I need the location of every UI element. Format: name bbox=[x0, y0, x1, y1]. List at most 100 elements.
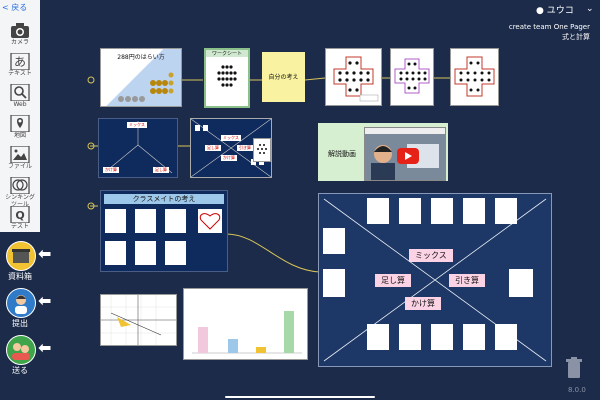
video-player[interactable] bbox=[364, 127, 446, 181]
student-thumb[interactable] bbox=[367, 324, 389, 350]
student-card-1[interactable] bbox=[325, 48, 382, 106]
version-label: 8.0.0 bbox=[568, 386, 586, 394]
coins-image bbox=[118, 72, 174, 102]
student-thumb[interactable] bbox=[399, 324, 421, 350]
student-thumb[interactable] bbox=[323, 228, 345, 254]
svg-text:Q: Q bbox=[15, 209, 24, 222]
student-thumb[interactable] bbox=[463, 324, 485, 350]
multiplication-label: かけ算 bbox=[405, 297, 441, 310]
arrow-left-icon: ⬅ bbox=[38, 338, 52, 357]
student-thumb[interactable] bbox=[509, 269, 533, 297]
mini-student-card[interactable] bbox=[253, 138, 271, 162]
student-thumb[interactable] bbox=[399, 198, 421, 224]
addition-tag: 足し算 bbox=[153, 167, 169, 173]
student-card-2[interactable] bbox=[390, 48, 434, 106]
arrow-left-icon: ⬅ bbox=[38, 244, 52, 263]
x-chart-image bbox=[190, 118, 272, 178]
payment-card[interactable]: 288円のはらい方 bbox=[100, 48, 182, 107]
student-thumb[interactable] bbox=[431, 198, 453, 224]
trash-icon[interactable] bbox=[565, 357, 583, 379]
user-menu[interactable]: ● ユウコ bbox=[536, 6, 574, 16]
thinking-tool-icon bbox=[10, 177, 30, 194]
tool-web[interactable]: Web bbox=[3, 82, 37, 113]
left-toolbar: < 戻る カメラ あ テキスト Web 地図 ファイル シンキングツール Q テ… bbox=[0, 0, 40, 232]
heart-icon bbox=[199, 213, 221, 230]
send-label: 送る bbox=[12, 366, 28, 375]
project-title: create team One Pager bbox=[508, 23, 590, 31]
x-chart-card-large[interactable]: ミックス 足し算 引き算 かけ算 bbox=[318, 193, 552, 367]
subtraction-label: 引き算 bbox=[449, 274, 485, 287]
play-icon[interactable] bbox=[397, 148, 419, 164]
classmate-thumb[interactable] bbox=[135, 241, 156, 265]
dot-diagram-image bbox=[454, 56, 495, 97]
worksheet-card[interactable]: ワークシート bbox=[204, 48, 250, 108]
category-card-small[interactable]: ミックス かけ算 足し算 bbox=[98, 118, 178, 178]
dot-diagram-image bbox=[333, 56, 379, 102]
dot-diagram-image bbox=[394, 58, 430, 94]
chevron-down-icon[interactable]: ⌄ bbox=[586, 4, 594, 14]
own-idea-note[interactable]: 自分の考え bbox=[262, 52, 305, 102]
project-info: create team One Pager 式と計算 bbox=[470, 22, 590, 42]
classmate-thumb[interactable] bbox=[198, 209, 222, 233]
graph-image bbox=[101, 295, 176, 345]
bar-chart-card[interactable] bbox=[183, 288, 308, 360]
multiply-tag: かけ算 bbox=[221, 155, 237, 161]
bar-chart-image bbox=[192, 311, 302, 354]
video-thumbnail bbox=[365, 134, 445, 180]
chevron-left-icon: < bbox=[2, 3, 9, 12]
user-avatar-icon: ● bbox=[536, 6, 544, 16]
student-thumb[interactable] bbox=[431, 324, 453, 350]
mix-tag: ミックス bbox=[221, 135, 241, 141]
addition-tag: 足し算 bbox=[205, 145, 221, 151]
text-icon: あ bbox=[10, 53, 30, 70]
submit-button[interactable] bbox=[6, 288, 36, 318]
material-box-label: 資料箱 bbox=[8, 272, 32, 281]
home-indicator bbox=[225, 396, 375, 398]
student-thumb[interactable] bbox=[463, 198, 485, 224]
student-thumb[interactable] bbox=[495, 198, 517, 224]
tool-thinking[interactable]: シンキングツール bbox=[3, 175, 37, 208]
tool-file[interactable]: ファイル bbox=[3, 144, 37, 175]
map-icon bbox=[10, 115, 30, 132]
student-thumb[interactable] bbox=[367, 198, 389, 224]
classmate-thumb[interactable] bbox=[165, 241, 186, 265]
subtraction-tag: 引き算 bbox=[237, 145, 253, 151]
svg-text:あ: あ bbox=[14, 55, 26, 69]
material-box-button[interactable] bbox=[6, 241, 36, 271]
own-idea-label: 自分の考え bbox=[268, 74, 299, 81]
classmate-thumb[interactable] bbox=[105, 241, 126, 265]
classmate-thumb[interactable] bbox=[105, 209, 126, 233]
classmate-thumb[interactable] bbox=[135, 209, 156, 233]
arrow-left-icon: ⬅ bbox=[38, 291, 52, 310]
video-label: 解説動画 bbox=[328, 150, 356, 158]
graph-card[interactable] bbox=[100, 294, 177, 346]
classmates-title: クラスメイトの考え bbox=[104, 194, 224, 204]
classmate-thumb[interactable] bbox=[165, 209, 186, 233]
file-icon bbox=[10, 146, 30, 163]
tool-camera[interactable]: カメラ bbox=[3, 20, 37, 51]
payment-title: 288円のはらい方 bbox=[117, 54, 165, 61]
video-toolbar bbox=[365, 128, 445, 134]
send-button[interactable] bbox=[6, 335, 36, 365]
student-card-3[interactable] bbox=[450, 48, 499, 106]
tool-map[interactable]: 地図 bbox=[3, 113, 37, 144]
mix-tag: ミックス bbox=[127, 122, 147, 128]
tool-text[interactable]: あ テキスト bbox=[8, 53, 32, 77]
tool-test[interactable]: Q テスト bbox=[3, 204, 37, 235]
addition-label: 足し算 bbox=[375, 274, 411, 287]
send-icon bbox=[12, 343, 30, 360]
back-button[interactable]: < 戻る bbox=[2, 3, 28, 12]
project-subtitle: 式と計算 bbox=[562, 33, 590, 41]
submit-icon bbox=[15, 295, 27, 314]
student-thumb[interactable] bbox=[323, 269, 345, 297]
camera-icon bbox=[11, 23, 29, 38]
dot-grid-image bbox=[217, 65, 237, 87]
mix-label: ミックス bbox=[409, 249, 453, 262]
dot-diagram-image bbox=[257, 144, 267, 154]
student-thumb[interactable] bbox=[495, 324, 517, 350]
video-card[interactable]: 解説動画 bbox=[318, 123, 448, 181]
submit-label: 提出 bbox=[12, 319, 28, 328]
worksheet-title: ワークシート bbox=[206, 50, 248, 57]
classmates-card[interactable]: クラスメイトの考え bbox=[100, 190, 228, 272]
material-box-icon bbox=[12, 249, 30, 263]
